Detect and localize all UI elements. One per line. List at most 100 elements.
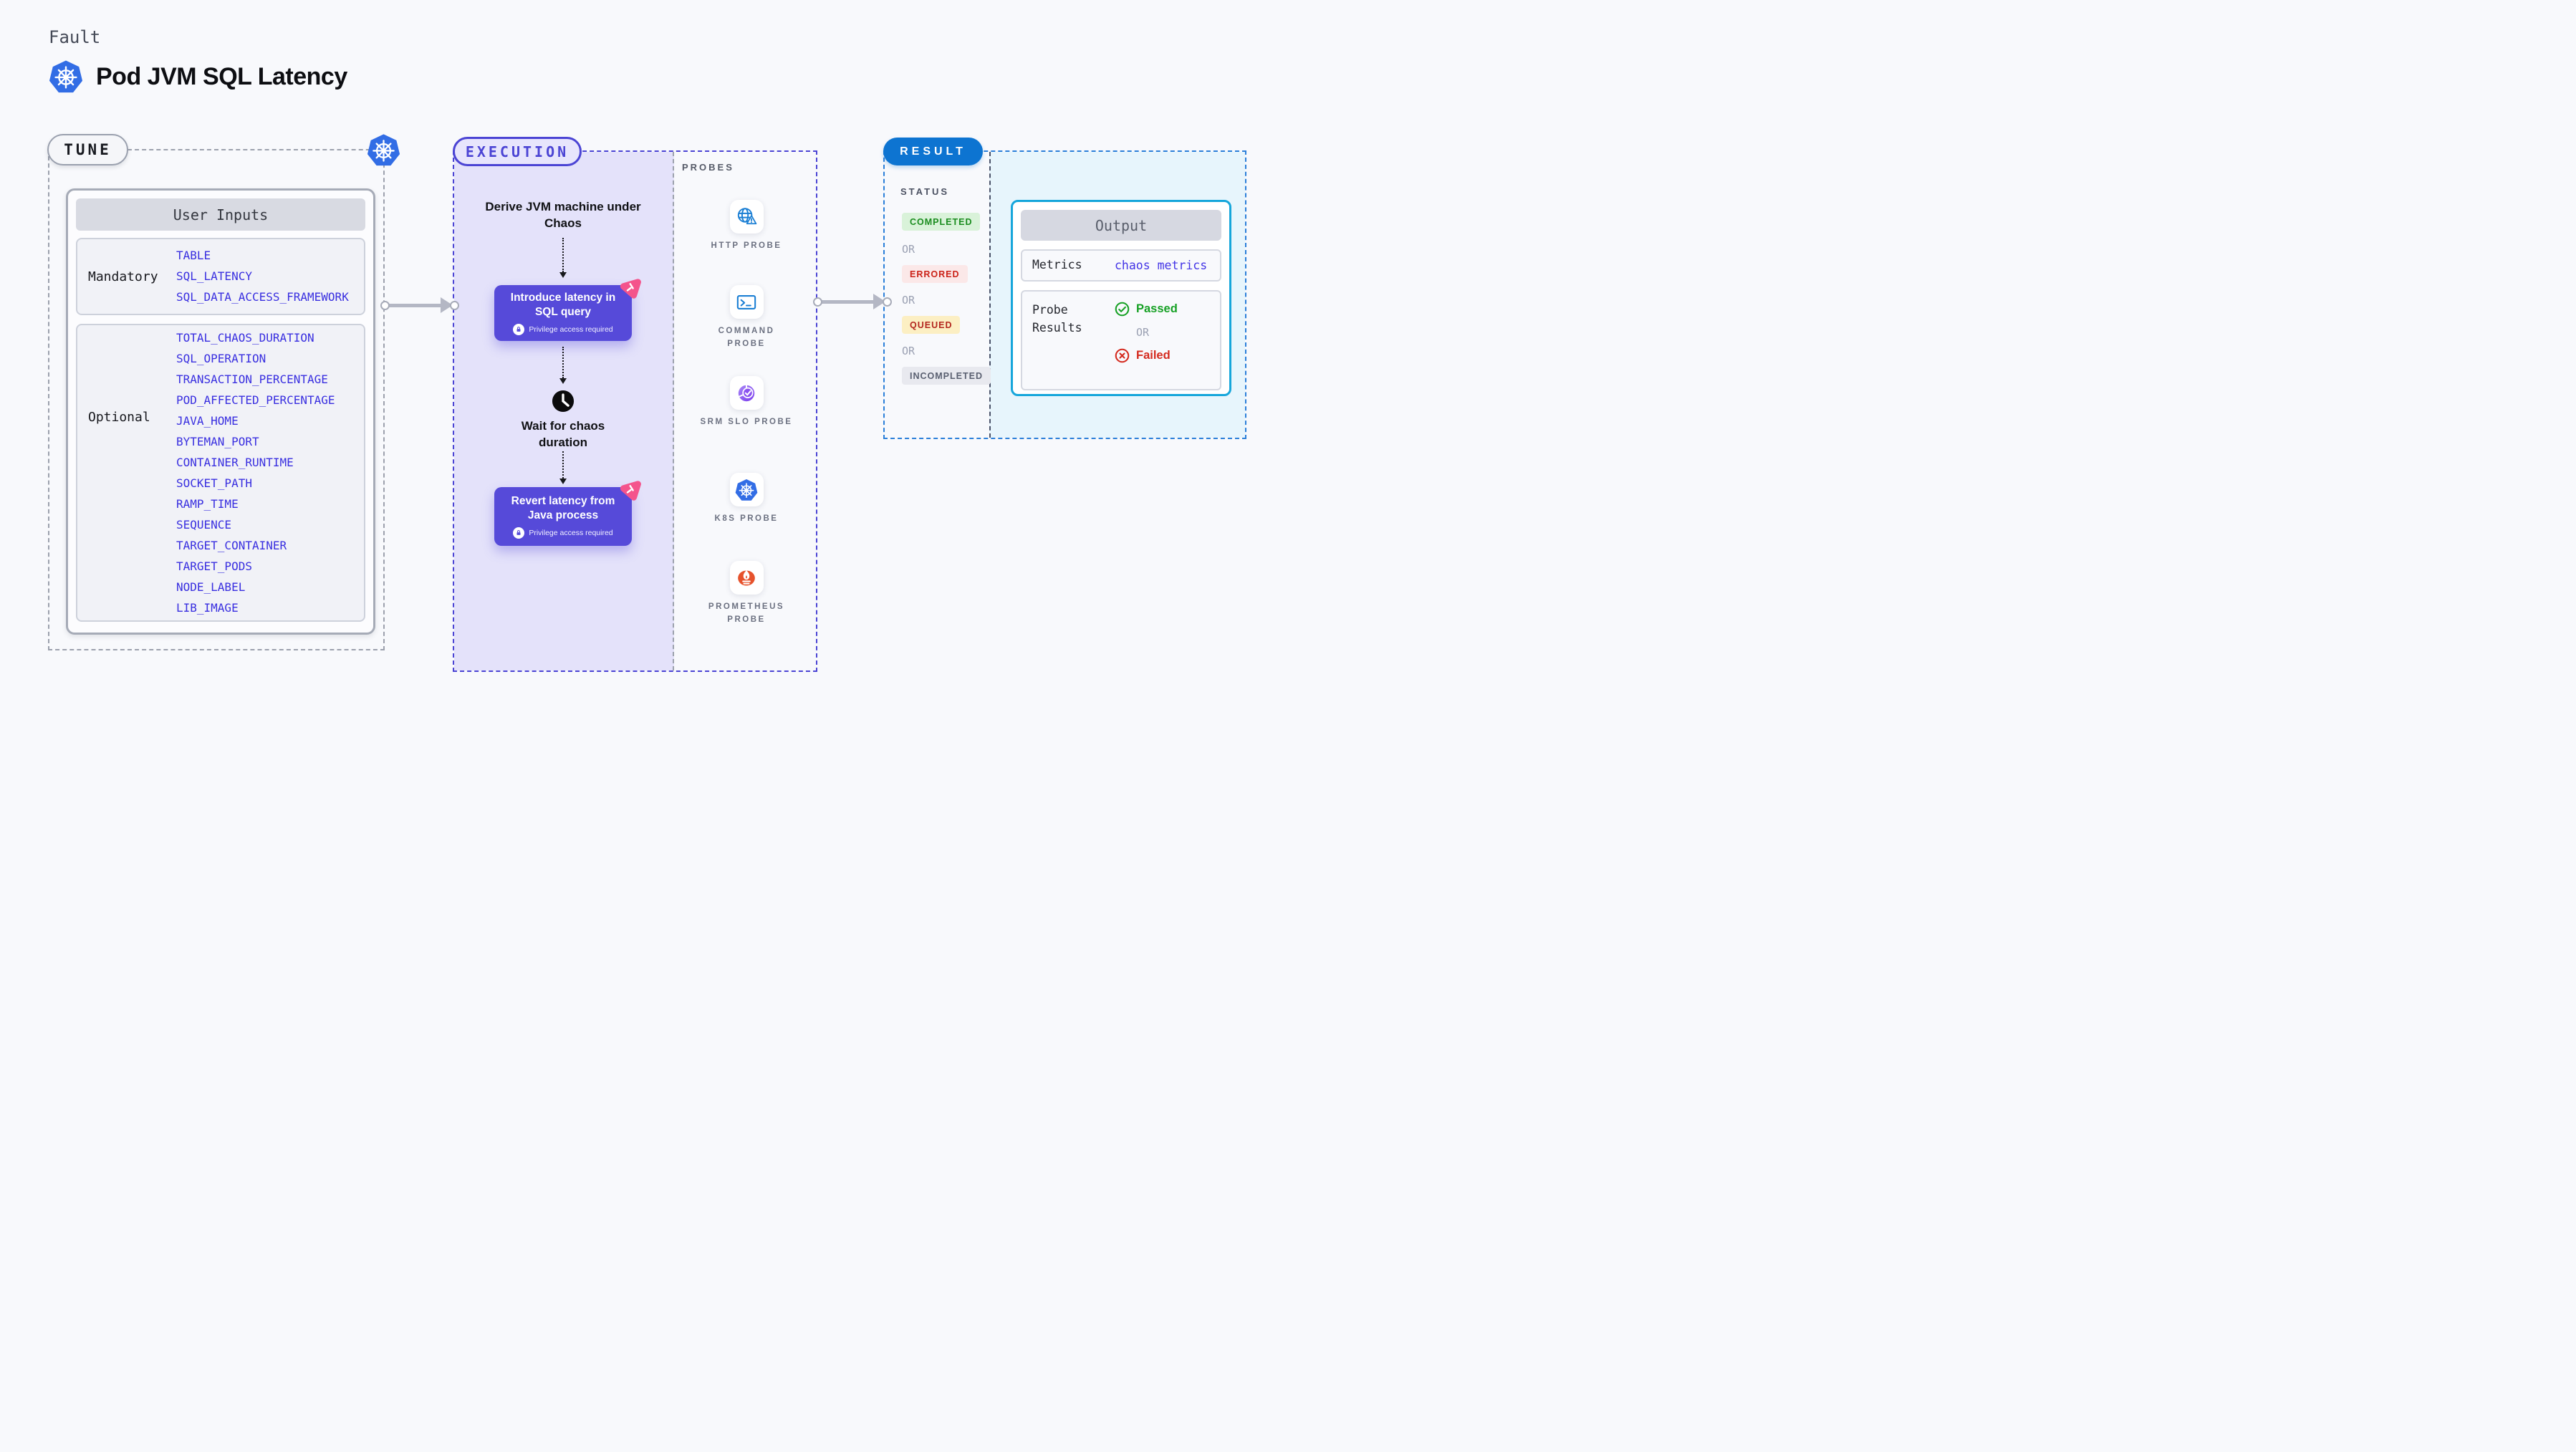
globe-warning-icon <box>737 207 757 224</box>
passed-label: Passed <box>1136 302 1178 315</box>
arrowhead-icon <box>559 378 567 384</box>
privilege-note: Privilege access required <box>513 324 613 336</box>
probe-card <box>729 285 764 319</box>
or-separator: OR <box>902 243 915 256</box>
metrics-label: Metrics <box>1032 258 1082 272</box>
dotted-line <box>562 347 564 378</box>
probes-title: PROBES <box>682 162 734 173</box>
param-value: TABLE <box>176 249 211 262</box>
param-value: RAMP_TIME <box>176 497 239 511</box>
slo-gauge-check-icon <box>738 384 755 401</box>
action-introduce-latency: Introduce latency in SQL query Privilege… <box>494 279 641 341</box>
failed-line: Failed <box>1115 348 1178 363</box>
output-header: Output <box>1021 210 1221 241</box>
connector-node <box>883 297 892 307</box>
dotted-line <box>562 238 564 272</box>
connector-node <box>450 300 459 310</box>
failed-label: Failed <box>1136 349 1171 362</box>
chaos-shuriken-icon <box>620 279 641 299</box>
probe-results-row: Probe Results Passed OR <box>1021 290 1221 390</box>
param-value: CONTAINER_RUNTIME <box>176 456 294 469</box>
or-separator: OR <box>902 294 915 307</box>
privilege-note: Privilege access required <box>513 527 613 539</box>
execution-badge: EXECUTION <box>453 137 582 166</box>
optional-params-box: Optional TOTAL_CHAOS_DURATION SQL_OPERAT… <box>76 324 365 622</box>
flow-step-wait: Wait for chaos duration <box>521 419 605 449</box>
status-badge-completed: COMPLETED <box>902 213 981 231</box>
probe-label: PROMETHEUS PROBE <box>708 602 785 624</box>
clock-icon <box>552 390 575 413</box>
result-badge: RESULT <box>883 138 983 165</box>
metrics-row: Metrics chaos metrics <box>1021 249 1221 282</box>
metrics-value: chaos metrics <box>1115 259 1208 272</box>
param-value: TRANSACTION_PERCENTAGE <box>176 372 328 386</box>
output-card: Output Metrics chaos metrics Probe Resul… <box>1011 200 1231 396</box>
arrowhead-icon <box>559 272 567 278</box>
param-value: BYTEMAN_PORT <box>176 435 259 448</box>
execution-section: EXECUTION Derive JVM machine under Chaos… <box>453 137 817 672</box>
action-revert-latency: Revert latency from Java process Privile… <box>494 481 641 546</box>
probe-card <box>729 200 764 234</box>
param-value: NODE_LABEL <box>176 580 246 594</box>
param-value: POD_AFFECTED_PERCENTAGE <box>176 393 335 407</box>
probe-http: HTTP PROBE <box>700 200 793 253</box>
probe-card <box>729 473 764 506</box>
privilege-note-text: Privilege access required <box>529 529 613 538</box>
probe-results-label: Probe Results <box>1032 303 1082 335</box>
param-value: SQL_LATENCY <box>176 269 252 283</box>
x-circle-icon <box>1115 348 1130 363</box>
terminal-icon <box>736 294 756 309</box>
mandatory-label: Mandatory <box>88 269 158 284</box>
arrowhead-icon <box>559 479 567 484</box>
tune-to-execution-arrow <box>380 297 459 314</box>
probe-card <box>729 376 764 410</box>
connector-line <box>821 299 875 304</box>
connector-node <box>380 300 390 310</box>
user-inputs-header: User Inputs <box>76 198 365 231</box>
status-title: STATUS <box>900 186 950 197</box>
status-badge-errored: ERRORED <box>902 265 968 283</box>
page-title: Pod JVM SQL Latency <box>96 62 347 90</box>
execution-to-result-arrow <box>813 293 892 310</box>
probe-command: COMMAND PROBE <box>700 285 793 351</box>
probe-label: HTTP PROBE <box>711 241 782 250</box>
probe-results-values: Passed OR Failed <box>1115 302 1178 363</box>
kubernetes-icon <box>367 134 400 166</box>
param-value: JAVA_HOME <box>176 414 239 428</box>
param-value: TARGET_CONTAINER <box>176 539 287 552</box>
tune-badge: TUNE <box>47 134 128 165</box>
chaos-shuriken-icon <box>620 481 641 501</box>
param-value: TARGET_PODS <box>176 559 252 573</box>
probe-label: K8S PROBE <box>714 514 779 523</box>
probe-label: COMMAND PROBE <box>718 327 775 348</box>
fault-kicker: Fault <box>49 27 101 47</box>
lock-icon <box>513 324 525 336</box>
probe-k8s: K8S PROBE <box>700 473 793 526</box>
tune-section: TUNE User Inputs Mandatory TABLE SQL_LAT… <box>47 134 400 650</box>
action-label: Introduce latency in SQL query <box>510 291 616 318</box>
action-label: Revert latency from Java process <box>511 494 615 521</box>
param-value: SOCKET_PATH <box>176 476 252 490</box>
connector-line <box>388 303 442 307</box>
flow-arrow-down <box>559 238 567 278</box>
mandatory-params-box: Mandatory TABLE SQL_LATENCY SQL_DATA_ACC… <box>76 238 365 315</box>
probe-srm-slo: SRM SLO PROBE <box>700 376 793 429</box>
privilege-note-text: Privilege access required <box>529 325 613 335</box>
probe-label: SRM SLO PROBE <box>700 418 793 426</box>
result-section: RESULT STATUS COMPLETED OR ERRORED OR QU… <box>883 138 1246 439</box>
or-separator: OR <box>902 345 915 357</box>
dotted-line <box>562 451 564 479</box>
param-value: SQL_OPERATION <box>176 352 266 365</box>
fault-diagram-canvas: Fault Pod JVM SQL Latency TUNE <box>0 0 1288 726</box>
optional-label: Optional <box>88 410 150 425</box>
lock-icon <box>513 527 525 539</box>
connector-arrowhead <box>441 297 453 313</box>
param-value: SEQUENCE <box>176 518 232 532</box>
flow-arrow-down <box>559 347 567 384</box>
kubernetes-icon <box>49 60 83 93</box>
check-circle-icon <box>1115 302 1130 317</box>
title-row: Pod JVM SQL Latency <box>49 59 347 95</box>
kubernetes-icon <box>735 479 758 501</box>
flow-arrow-down <box>559 451 567 484</box>
passed-line: Passed <box>1115 302 1178 317</box>
